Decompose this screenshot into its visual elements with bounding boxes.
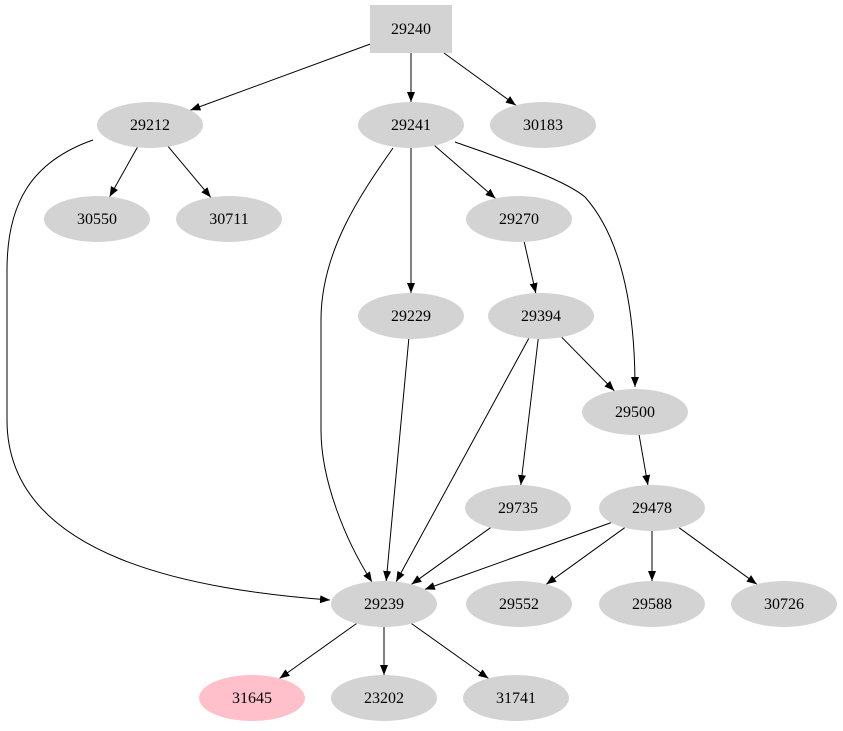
node-label: 31645	[232, 690, 272, 707]
edge-29478-29239	[424, 522, 612, 590]
node-label: 29229	[391, 308, 431, 325]
nodes: 29240 29212 29241 30183 30550 30711 29270 29229…	[44, 5, 837, 721]
node-shape	[331, 581, 437, 627]
node-label: 30550	[77, 211, 117, 228]
node-29240[interactable]: 29240	[370, 5, 452, 53]
node-label: 29240	[391, 21, 431, 38]
edge-29240-30183	[443, 52, 517, 106]
node-shape	[358, 102, 464, 148]
node-29500[interactable]: 29500	[582, 389, 688, 435]
node-label: 29552	[499, 596, 539, 613]
node-29241[interactable]: 29241	[358, 102, 464, 148]
edge-29500-29478	[638, 434, 651, 486]
edge-29394-29735	[518, 338, 539, 486]
node-label: 31741	[496, 690, 536, 707]
node-30711[interactable]: 30711	[176, 196, 282, 242]
node-29229[interactable]: 29229	[358, 293, 464, 339]
node-31645[interactable]: 31645	[199, 675, 305, 721]
node-label: 29270	[499, 211, 539, 228]
edge-29241-29500	[454, 141, 639, 388]
node-shape	[358, 293, 464, 339]
node-shape	[490, 102, 596, 148]
node-29588[interactable]: 29588	[599, 581, 705, 627]
edge-29394-29500	[561, 336, 615, 392]
node-shape	[370, 5, 452, 53]
edges	[6, 43, 758, 679]
node-label: 30183	[523, 117, 563, 134]
node-label: 29241	[391, 117, 431, 134]
node-label: 29735	[498, 500, 538, 517]
node-label: 29478	[632, 500, 672, 517]
edge-29241-29239	[320, 147, 394, 583]
node-shape	[463, 675, 569, 721]
node-shape	[599, 485, 705, 531]
node-label: 30711	[209, 211, 248, 228]
node-label: 29588	[632, 596, 672, 613]
node-shape	[731, 581, 837, 627]
edge-29394-29239	[395, 338, 530, 582]
edge-29270-29394	[523, 241, 538, 294]
node-29212[interactable]: 29212	[97, 102, 203, 148]
node-29478[interactable]: 29478	[599, 485, 705, 531]
node-shape	[465, 485, 571, 531]
edge-29239-31741	[411, 623, 489, 679]
node-29552[interactable]: 29552	[466, 581, 572, 627]
edge-29478-29552	[546, 527, 625, 585]
edge-29229-29239	[383, 338, 410, 582]
node-shape	[488, 293, 594, 339]
edge-29212-30550	[109, 147, 138, 197]
node-30183[interactable]: 30183	[490, 102, 596, 148]
edge-29241-29270	[434, 145, 496, 199]
node-shape	[331, 675, 437, 721]
edge-29735-29239	[411, 527, 491, 585]
node-label: 29394	[521, 308, 561, 325]
edge-29212-29239	[6, 139, 331, 604]
edge-29212-30711	[167, 146, 212, 198]
node-label: 29500	[615, 404, 655, 421]
node-29270[interactable]: 29270	[466, 196, 572, 242]
node-label: 29212	[130, 117, 170, 134]
node-shape	[466, 581, 572, 627]
node-shape	[44, 196, 150, 242]
node-shape	[176, 196, 282, 242]
node-30726[interactable]: 30726	[731, 581, 837, 627]
edge-29239-31645	[279, 623, 357, 679]
node-29394[interactable]: 29394	[488, 293, 594, 339]
node-29239[interactable]: 29239	[331, 581, 437, 627]
node-shape	[582, 389, 688, 435]
edge-29240-29212	[190, 43, 371, 111]
edge-29478-30726	[678, 527, 758, 585]
node-shape	[199, 675, 305, 721]
node-shape	[599, 581, 705, 627]
node-23202[interactable]: 23202	[331, 675, 437, 721]
node-label: 29239	[364, 596, 404, 613]
node-31741[interactable]: 31741	[463, 675, 569, 721]
node-29735[interactable]: 29735	[465, 485, 571, 531]
node-label: 23202	[364, 690, 404, 707]
node-shape	[466, 196, 572, 242]
node-label: 30726	[764, 596, 804, 613]
node-shape	[97, 102, 203, 148]
node-30550[interactable]: 30550	[44, 196, 150, 242]
